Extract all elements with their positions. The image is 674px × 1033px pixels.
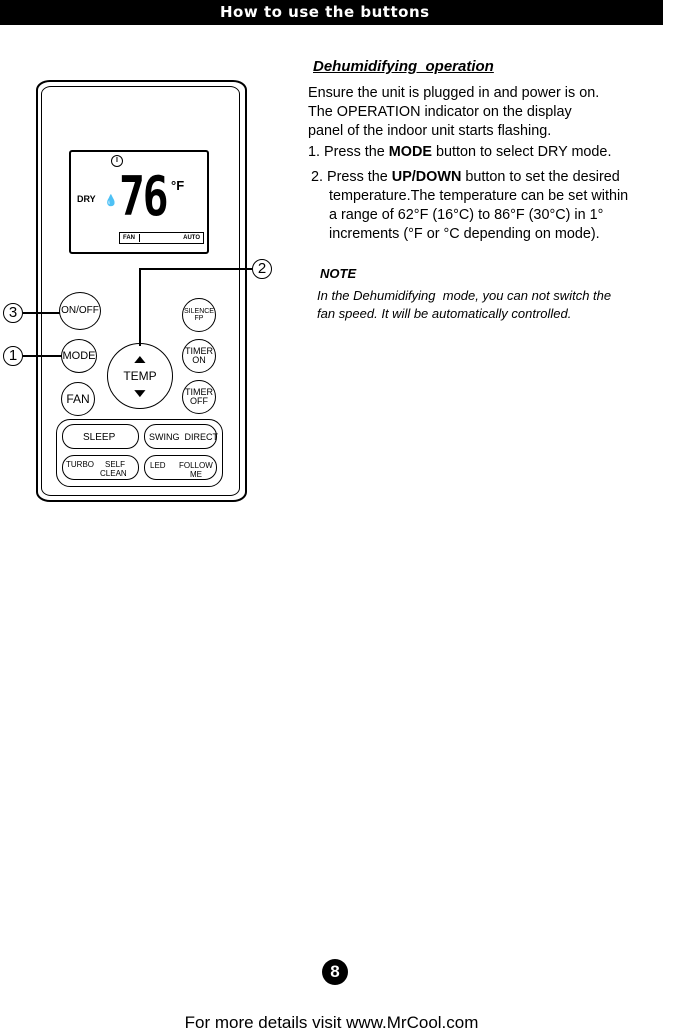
turbo-label: TURBO — [66, 460, 94, 469]
intro-line-3: panel of the indoor unit starts flashing… — [308, 123, 552, 139]
pill-button-group — [56, 419, 223, 487]
intro-line-1: Ensure the unit is plugged in and power … — [308, 85, 600, 101]
droplet-icon: 💧 — [104, 195, 118, 207]
temp-label: TEMP — [123, 369, 157, 383]
timer-on-label-1: TIMER — [185, 346, 213, 356]
footer-text: For more details visit www.MrCool.com — [184, 1013, 479, 1032]
step-1-prefix: 1. Press the — [308, 144, 389, 160]
header-title: How to use the buttons — [220, 3, 430, 21]
swing-direct-button[interactable]: SWING DIRECT — [144, 424, 218, 449]
callout-2: 2 — [252, 259, 272, 279]
step-1: 1. Press the MODE button to select DRY m… — [308, 143, 611, 162]
timer-off-label-1: TIMER — [185, 387, 213, 397]
callout-3: 3 — [3, 303, 23, 323]
turbo-self-clean-button[interactable]: TURBO SELF CLEAN — [62, 455, 139, 480]
step-2-prefix: 2. Press the — [311, 169, 392, 185]
led-follow-me-button[interactable]: LED FOLLOW ME — [144, 455, 217, 480]
on-off-label: ON/OFF — [61, 305, 99, 316]
step-2-bold: UP/DOWN — [391, 169, 462, 185]
step-2-line-1: temperature.The temperature can be set w… — [329, 188, 629, 204]
note-body: In the Dehumidifying mode, you can not s… — [317, 287, 672, 323]
callout-1: 1 — [3, 346, 23, 366]
step-2-line-3: increments (°F or °C depending on mode). — [329, 226, 600, 242]
section-heading: Dehumidifying operation — [313, 58, 494, 75]
display-fan-value: AUTO — [183, 235, 200, 241]
fp-label: FP — [194, 315, 204, 322]
mode-label: MODE — [62, 349, 96, 362]
timer-off-button[interactable]: TIMER OFF — [182, 380, 216, 414]
me-label: ME — [190, 470, 202, 479]
timer-on-button[interactable]: TIMER ON — [182, 339, 216, 373]
sleep-label: SLEEP — [83, 432, 116, 443]
display-mode: DRY — [77, 194, 96, 204]
display-fan-label: FAN — [123, 235, 135, 241]
note-title: NOTE — [320, 266, 357, 281]
swing-label: SWING DIRECT — [149, 432, 218, 442]
remote-display: I DRY 💧 76 °F FAN AUTO — [69, 150, 209, 254]
fan-button[interactable]: FAN — [61, 382, 95, 416]
display-unit: °F — [171, 178, 185, 193]
on-off-button[interactable]: ON/OFF — [59, 292, 101, 330]
silence-fp-button[interactable]: SILENCE FP — [182, 298, 216, 332]
clean-label: CLEAN — [100, 469, 127, 478]
display-fan-divider — [139, 234, 140, 242]
note-line-1: In the Dehumidifying mode, you can not s… — [317, 288, 612, 303]
self-label: SELF — [105, 460, 126, 469]
display-fan-bar: FAN AUTO — [119, 232, 204, 244]
step-1-suffix: button to select DRY mode. — [431, 144, 612, 160]
power-icon: I — [111, 155, 123, 167]
up-arrow-icon[interactable]: ▲ — [130, 352, 150, 366]
temp-button[interactable]: ▲ TEMP ▼ — [107, 343, 173, 409]
callout-2-line-v — [139, 268, 141, 346]
silence-label: SILENCE — [184, 308, 214, 315]
callout-2-line-h — [139, 268, 252, 270]
timer-off-label-2: OFF — [190, 396, 208, 406]
note-line-2: fan speed. It will be automatically cont… — [317, 306, 572, 321]
intro-line-2: The OPERATION indicator on the display — [308, 104, 572, 120]
step-1-bold: MODE — [388, 144, 432, 160]
intro-paragraph: Ensure the unit is plugged in and power … — [308, 84, 668, 141]
mode-button[interactable]: MODE — [61, 339, 97, 373]
step-2-line-2: a range of 62°F (16°C) to 86°F (30°C) in… — [329, 207, 604, 223]
timer-on-label-2: ON — [192, 355, 206, 365]
fan-label: FAN — [66, 392, 90, 406]
callout-3-line — [23, 312, 60, 314]
step-2: 2. Press the UP/DOWN button to set the d… — [311, 168, 620, 187]
step-2-suffix: button to set the desired — [461, 169, 620, 185]
page-number: 8 — [322, 959, 348, 985]
down-arrow-icon[interactable]: ▼ — [130, 386, 150, 400]
display-temperature: 76 — [119, 165, 169, 228]
follow-label: FOLLOW — [179, 461, 213, 470]
remote-inner-outline — [41, 86, 240, 496]
led-label: LED — [150, 461, 166, 470]
callout-1-line — [23, 355, 62, 357]
sleep-button[interactable]: SLEEP — [62, 424, 139, 449]
header-bar: How to use the buttons — [0, 0, 663, 25]
remote-outline — [36, 80, 247, 502]
